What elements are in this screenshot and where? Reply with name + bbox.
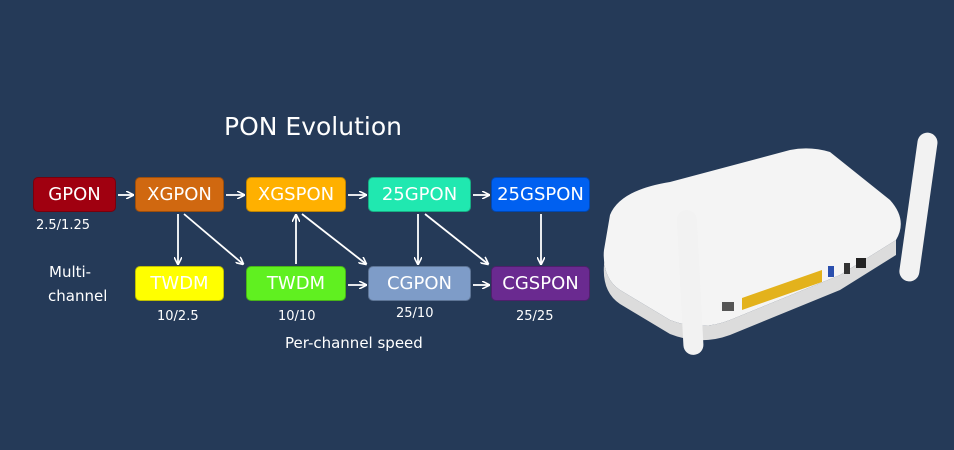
power-port xyxy=(856,258,866,268)
node-xgspon: XGSPON xyxy=(246,177,346,212)
ethernet-ports xyxy=(742,270,822,310)
speed-label: 25/10 xyxy=(396,306,434,321)
gpon-speed-label: 2.5/1.25 xyxy=(36,218,90,233)
arrow xyxy=(424,213,488,264)
node-xgpon: XGPON xyxy=(135,177,224,212)
node-25gpon: 25GPON xyxy=(368,177,471,212)
diagram-title: PON Evolution xyxy=(224,112,402,141)
multi-channel-label-2: channel xyxy=(48,287,108,305)
node-cgpon: CGPON xyxy=(368,266,471,301)
arrow xyxy=(183,213,243,264)
usb-port xyxy=(828,266,834,277)
speed-label: 10/2.5 xyxy=(157,309,199,324)
speed-label: 25/25 xyxy=(516,309,554,324)
multi-channel-label-1: Multi- xyxy=(49,263,92,281)
antenna-left xyxy=(676,210,704,355)
speed-label: 10/10 xyxy=(278,309,316,324)
router-body xyxy=(603,148,901,326)
per-channel-speed-label: Per-channel speed xyxy=(285,334,423,352)
antenna-right xyxy=(899,132,938,282)
node-twdm-10-2.5: TWDM xyxy=(135,266,224,301)
router-image xyxy=(603,132,938,355)
node-twdm-10-10: TWDM xyxy=(246,266,346,301)
arrow xyxy=(301,213,366,264)
node-gpon: GPON xyxy=(33,177,116,212)
node-cgspon: CGSPON xyxy=(491,266,590,301)
phone-port xyxy=(722,302,734,311)
node-25gspon: 25GSPON xyxy=(491,177,590,212)
